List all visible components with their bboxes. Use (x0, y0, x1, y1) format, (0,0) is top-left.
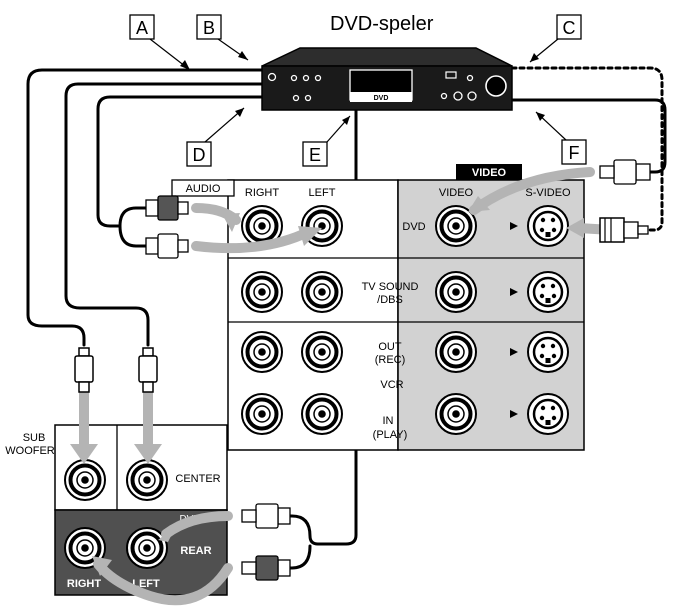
arrow-video (469, 167, 595, 215)
row-label-vcr: VCR (380, 379, 403, 391)
dvd-display-label: DVD (374, 95, 389, 102)
callout-a: A (136, 18, 148, 38)
arrow-audio-left (191, 227, 313, 254)
dvd-player: DVD (261, 47, 513, 111)
svideo-jack-vcr-out[interactable] (526, 330, 570, 374)
audio-header (171, 179, 235, 197)
audio-col-left: LEFT (309, 187, 336, 199)
plug-dark-left (145, 195, 189, 221)
video-jack-vcr-in[interactable] (434, 392, 478, 436)
arrow-heads (70, 196, 584, 576)
audio-jack-tv-right[interactable] (240, 270, 284, 314)
callouts: A B C D E F (129, 14, 587, 167)
speaker-sub-label: SUB (23, 432, 46, 444)
arrow-marker-icon (510, 222, 518, 230)
video-col-video: VIDEO (439, 187, 474, 199)
cable-c-dashed (510, 66, 664, 232)
audio-col-right: RIGHT (245, 187, 280, 199)
arrow-marker-icon (510, 348, 518, 356)
cable-a (26, 68, 264, 347)
center-jack[interactable] (125, 458, 169, 502)
video-panel: VIDEO VIDEO S-VIDEO DVD TV SOUND /DBS OU… (362, 164, 585, 451)
callout-f: F (569, 143, 580, 163)
row-label-in: IN (383, 415, 394, 427)
subwoofer-jack[interactable] (63, 458, 107, 502)
row-label-dvd: DVD (402, 221, 425, 233)
row-label-rec: (REC) (375, 354, 406, 366)
video-header-label: VIDEO (472, 167, 507, 179)
cable-e (288, 108, 358, 546)
plug-center (138, 347, 158, 393)
row-label-out: OUT (378, 341, 402, 353)
svideo-jack-dvd[interactable] (526, 204, 570, 248)
audio-jack-vcr-out-right[interactable] (240, 330, 284, 374)
plugs (74, 159, 651, 581)
speaker-right-label: RIGHT (67, 578, 102, 590)
video-jack-tv[interactable] (434, 270, 478, 314)
callout-b: B (203, 18, 215, 38)
plug-rear-dark (241, 555, 291, 581)
cable-a2 (64, 82, 264, 347)
row-label-play: (PLAY) (373, 429, 408, 441)
plug-sub (74, 347, 94, 393)
audio-jack-vcr-in-right[interactable] (240, 392, 284, 436)
cable-d2 (118, 224, 152, 248)
callout-d: D (193, 145, 206, 165)
speaker-rear-label: REAR (180, 545, 211, 557)
callout-c: C (563, 18, 576, 38)
svideo-jack-tv[interactable] (526, 270, 570, 314)
svideo-jack-vcr-in[interactable] (526, 392, 570, 436)
arrow-marker-icon (510, 410, 518, 418)
audio-jack-tv-left[interactable] (300, 270, 344, 314)
direction-arrows (79, 167, 617, 606)
video-jack-vcr-out[interactable] (434, 330, 478, 374)
video-header (456, 164, 522, 180)
plug-white-left (145, 233, 189, 259)
audio-header-label: AUDIO (186, 183, 221, 195)
audio-jack-vcr-out-left[interactable] (300, 330, 344, 374)
callout-e: E (309, 145, 321, 165)
audio-jack-vcr-in-left[interactable] (300, 392, 344, 436)
row-label-tv-sound: TV SOUND (362, 281, 419, 293)
cables (26, 66, 667, 570)
cable-e2 (288, 544, 312, 570)
cable-f (510, 98, 667, 174)
speaker-woofer-label: WOOFER (5, 445, 55, 457)
video-col-svideo: S-VIDEO (525, 187, 571, 199)
row-label-dbs: /DBS (377, 294, 403, 306)
speaker-center-label: CENTER (175, 473, 220, 485)
audio-panel: AUDIO RIGHT LEFT (171, 179, 399, 451)
diagram-title: DVD-speler (330, 13, 434, 35)
plug-video-f (599, 159, 651, 185)
plug-rear-white (241, 503, 291, 529)
arrow-rear-right (93, 559, 233, 606)
speaker-panel: SUB WOOFER CENTER DVD REAR RIGHT LEFT (5, 424, 228, 596)
arrow-marker-icon (510, 288, 518, 296)
cable-d (96, 95, 264, 228)
svideo-plug (599, 217, 649, 243)
